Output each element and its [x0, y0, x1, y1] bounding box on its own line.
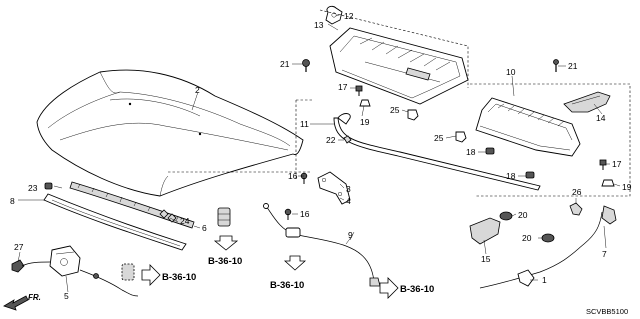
- clip-18-b: [525, 171, 535, 179]
- stopper-dashed: [121, 263, 135, 281]
- callout-13: 13: [314, 20, 324, 30]
- stopper: [217, 207, 231, 227]
- front-direction-label: FR.: [28, 293, 41, 302]
- callout-12: 12: [344, 11, 354, 21]
- bolt-16-a: [300, 172, 308, 184]
- support-rod: [479, 205, 617, 289]
- callout-2: 2: [195, 85, 200, 95]
- screw-21-b: [553, 59, 559, 72]
- clip-23: [44, 182, 53, 190]
- clip-17-b: [599, 159, 607, 170]
- cowl-clip-12: [325, 5, 343, 25]
- callout-19a: 19: [360, 117, 370, 127]
- clip-17-a: [355, 85, 363, 96]
- callout-11: 11: [300, 119, 309, 129]
- callout-16a: 16: [288, 171, 298, 181]
- hood-hinge: [317, 171, 351, 205]
- front-molding-strip: [43, 193, 187, 251]
- bolt-27: [11, 259, 51, 273]
- callout-20b: 20: [522, 233, 532, 243]
- clip-19-b: [601, 179, 615, 187]
- release-cable: [263, 203, 381, 287]
- callout-18b: 18: [506, 171, 516, 181]
- cover-15: [469, 217, 501, 245]
- front-direction-indicator: FR.: [3, 293, 41, 311]
- callout-6: 6: [202, 223, 207, 233]
- bumper-20-b: [541, 233, 555, 243]
- bolt-26: [569, 202, 583, 216]
- hood-latch: [49, 245, 81, 277]
- clip-25-a: [407, 109, 419, 121]
- callout-23: 23: [28, 183, 38, 193]
- callout-8: 8: [10, 196, 15, 206]
- bolt-16-b: [284, 208, 292, 220]
- callout-16b: 16: [300, 209, 310, 219]
- callout-24: 24: [180, 216, 190, 226]
- callout-17a: 17: [338, 82, 348, 92]
- callout-1: 1: [542, 275, 547, 285]
- callout-7: 7: [602, 249, 607, 259]
- clip-25-b: [455, 131, 467, 143]
- callout-17b: 17: [612, 159, 622, 169]
- cowl-top-right: [475, 97, 581, 157]
- reference-b-36-10-3[interactable]: B-36-10: [270, 255, 307, 291]
- screw-21-a: [302, 59, 310, 72]
- diagram-code: SCVBB5100: [586, 307, 628, 316]
- callout-22: 22: [326, 135, 336, 145]
- clip-22: [343, 135, 352, 144]
- callout-14: 14: [596, 113, 606, 123]
- reference-label: B-36-10: [400, 284, 434, 295]
- callout-20a: 20: [518, 210, 528, 220]
- callout-15: 15: [481, 254, 491, 264]
- bracket-14: [563, 91, 611, 113]
- reference-b-36-10-4[interactable]: B-36-10: [379, 277, 434, 299]
- callout-19b: 19: [622, 182, 632, 192]
- reference-b-36-10-2[interactable]: B-36-10: [141, 264, 196, 286]
- callout-27: 27: [14, 242, 24, 252]
- hood-panel: [36, 69, 304, 197]
- reference-label: B-36-10: [208, 256, 242, 267]
- reference-label: B-36-10: [270, 280, 304, 291]
- cowl-top-upper: [329, 27, 469, 105]
- callout-5: 5: [64, 291, 69, 301]
- callout-26: 26: [572, 187, 582, 197]
- callout-25b: 25: [434, 133, 444, 143]
- callout-21b: 21: [568, 61, 578, 71]
- callout-3: 3: [346, 184, 351, 194]
- cowl-seal: [333, 113, 541, 191]
- clip-18-a: [485, 147, 495, 155]
- callout-18a: 18: [466, 147, 476, 157]
- clip-19-a: [359, 99, 371, 107]
- reference-b-36-10-1[interactable]: B-36-10: [208, 235, 242, 267]
- callout-25a: 25: [390, 105, 400, 115]
- latch-cable: [79, 269, 139, 297]
- callout-21a: 21: [280, 59, 290, 69]
- callout-9: 9: [348, 230, 353, 240]
- leader-lines: [17, 13, 621, 293]
- callout-4: 4: [346, 196, 351, 206]
- bumper-20-a: [499, 211, 513, 221]
- callout-10: 10: [506, 67, 516, 77]
- reference-label: B-36-10: [162, 272, 196, 283]
